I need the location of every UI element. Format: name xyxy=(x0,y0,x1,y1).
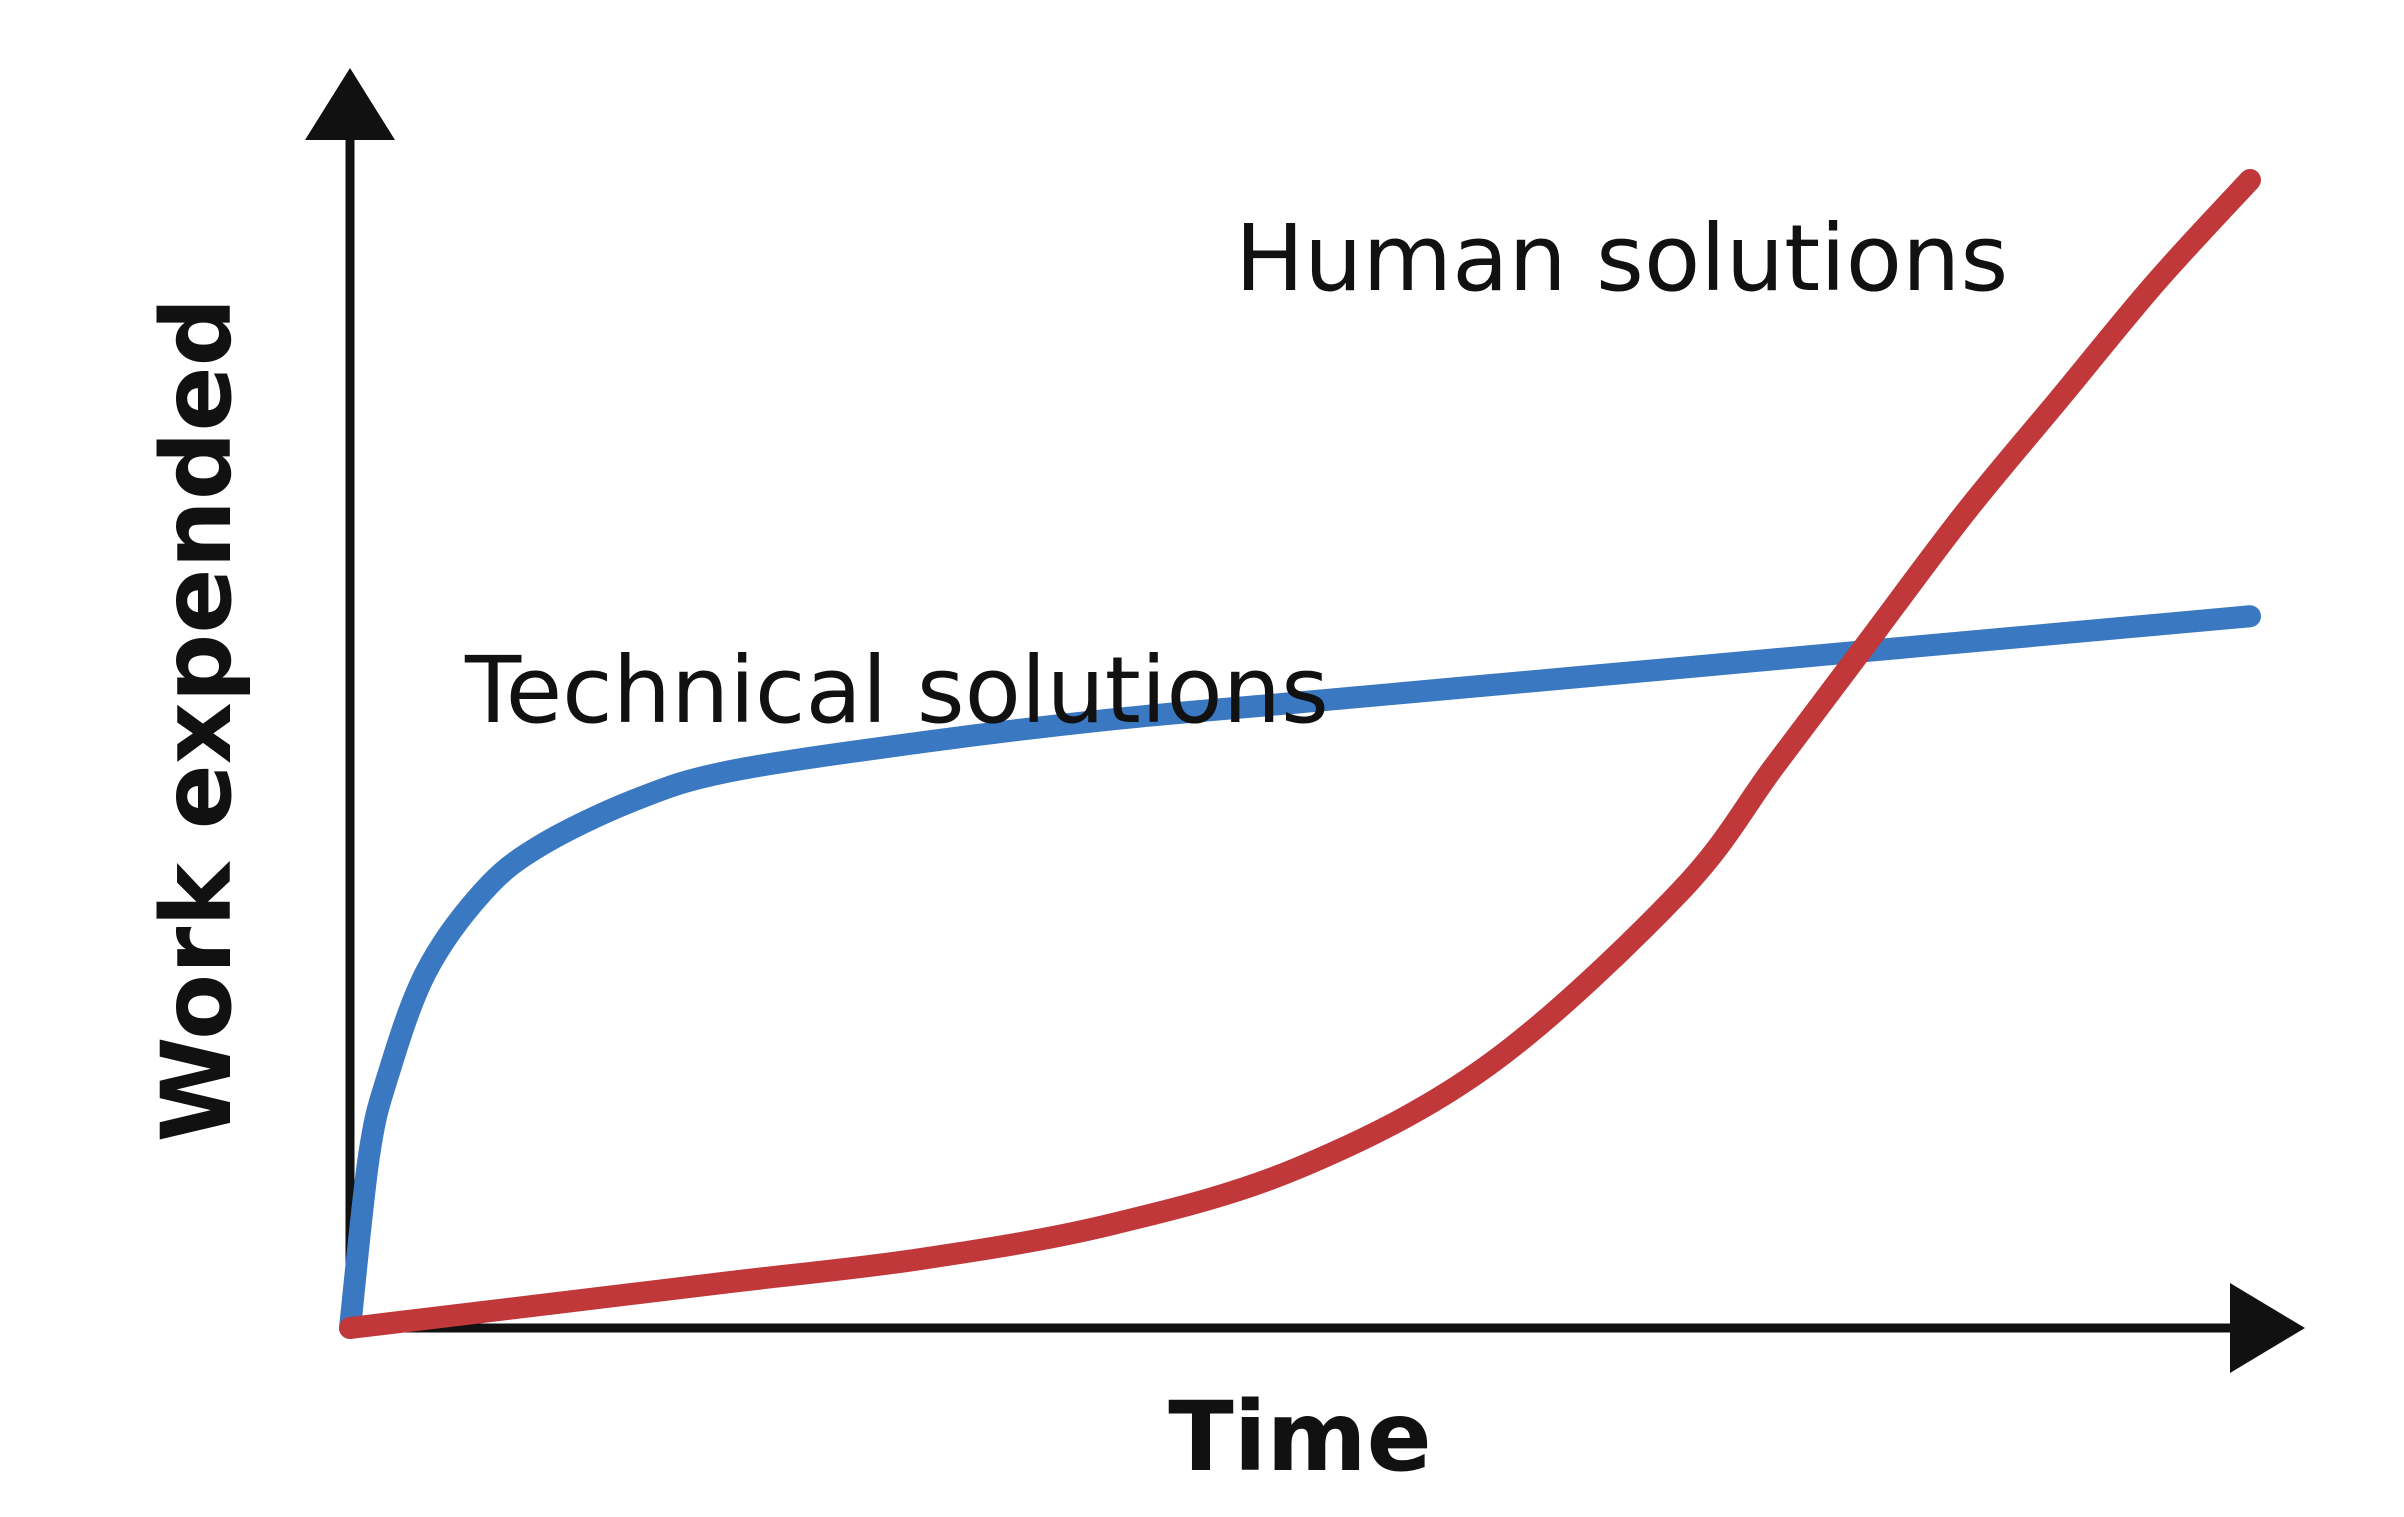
series-layer xyxy=(339,169,2261,1339)
series-label-human-solutions: Human solutions xyxy=(1235,205,2008,312)
y-axis-arrow-icon xyxy=(305,68,395,140)
series-label-layer: Technical solutions Human solutions xyxy=(464,205,2008,744)
series-line-human-solutions xyxy=(339,169,2261,1339)
x-axis-title: Time xyxy=(1168,1381,1432,1493)
series-label-technical-solutions: Technical solutions xyxy=(464,637,1329,744)
series-line-technical-solutions xyxy=(339,605,2261,1339)
y-axis-title: Work expended xyxy=(141,298,253,1143)
x-axis-arrow-icon xyxy=(2230,1283,2305,1373)
